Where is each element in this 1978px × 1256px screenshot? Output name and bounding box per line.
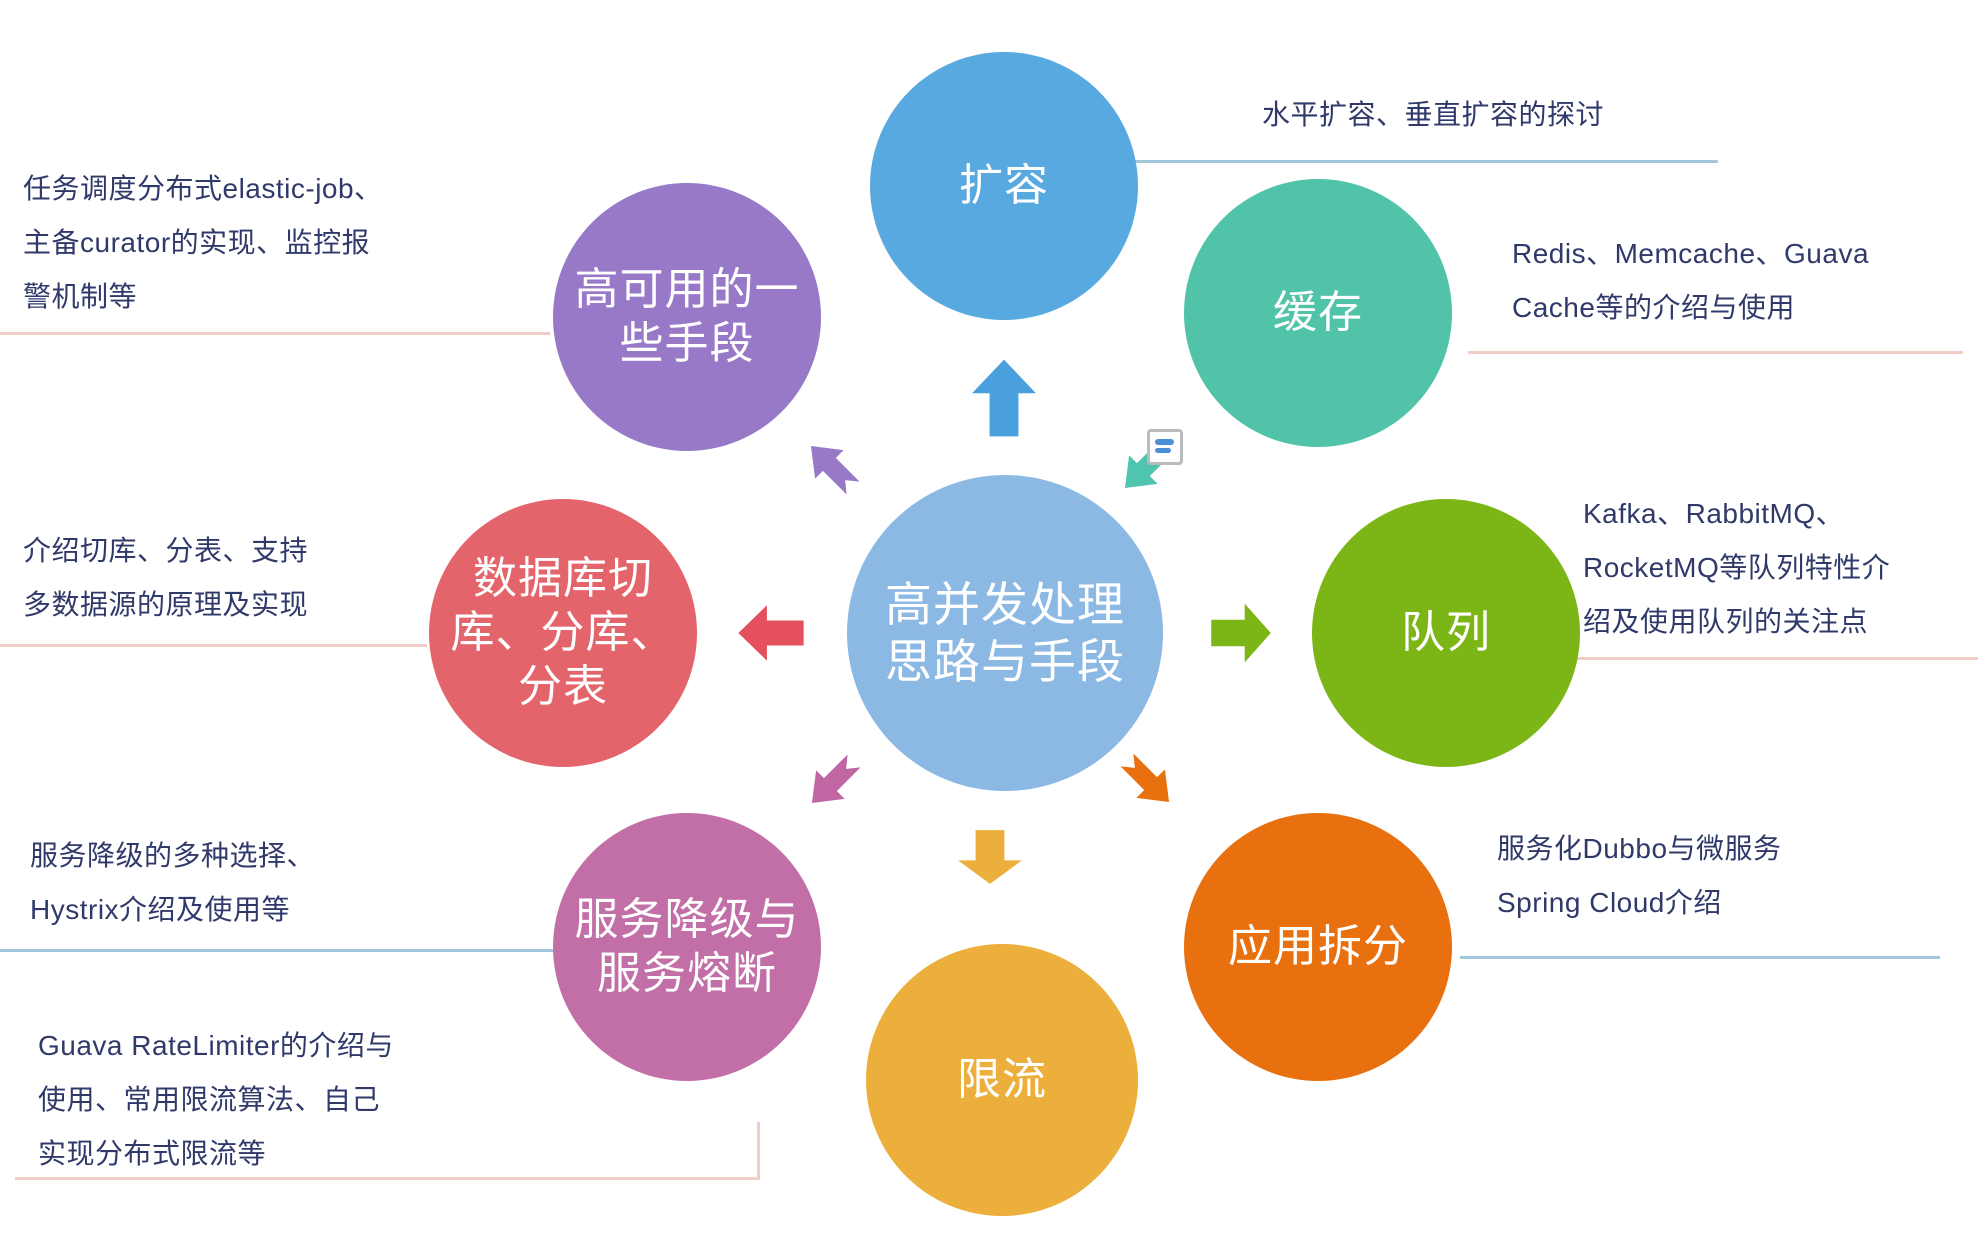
node-cache: 缓存 [1184, 179, 1452, 447]
arrow-right-icon [1210, 598, 1272, 668]
connector-line-expand [1135, 160, 1718, 163]
annotation-limit: Guava RateLimiter的介绍与 使用、常用限流算法、自己 实现分布式… [38, 1030, 394, 1169]
node-queue: 队列 [1312, 499, 1580, 767]
node-degrade: 服务降级与 服务熔断 [553, 813, 821, 1081]
node-database: 数据库切 库、分库、 分表 [429, 499, 697, 767]
arrow-down-right-icon [1109, 742, 1187, 820]
connector-line-ha [0, 332, 550, 335]
annotation-queue: Kafka、RabbitMQ、 RocketMQ等队列特性介 绍及使用队列的关注… [1583, 498, 1891, 637]
connector-line-database [0, 644, 427, 647]
connector-line-degrade [0, 949, 557, 952]
connector-line-split [1460, 956, 1940, 959]
center-node: 高并发处理 思路与手段 [847, 475, 1163, 791]
node-ha: 高可用的一 些手段 [553, 183, 821, 451]
annotation-database: 介绍切库、分表、支持 多数据源的原理及实现 [23, 535, 309, 620]
annotation-ha: 任务调度分布式elastic-job、 主备curator的实现、监控报 警机制… [23, 173, 383, 312]
list-icon[interactable] [1147, 429, 1183, 465]
arrow-down-left-icon [794, 743, 872, 821]
node-split: 应用拆分 [1184, 813, 1452, 1081]
connector-line-queue [1572, 657, 1978, 660]
connector-line-limit [15, 1177, 760, 1180]
connector-line-cache [1468, 351, 1963, 354]
node-expand: 扩容 [870, 52, 1138, 320]
arrow-up-left-icon [793, 428, 871, 506]
list-icon-bar [1155, 448, 1171, 453]
annotation-degrade: 服务降级的多种选择、 Hystrix介绍及使用等 [30, 840, 316, 925]
connector-elbow-limit [757, 1122, 760, 1180]
arrow-down-icon [952, 829, 1028, 885]
arrow-up-icon [966, 358, 1042, 438]
node-limit: 限流 [866, 944, 1138, 1216]
annotation-expand: 水平扩容、垂直扩容的探讨 [1262, 99, 1605, 130]
arrow-left-icon [737, 600, 805, 666]
annotation-split: 服务化Dubbo与微服务 Spring Cloud介绍 [1497, 833, 1782, 918]
list-icon-bar [1155, 439, 1174, 445]
annotation-cache: Redis、Memcache、Guava Cache等的介绍与使用 [1512, 238, 1870, 323]
